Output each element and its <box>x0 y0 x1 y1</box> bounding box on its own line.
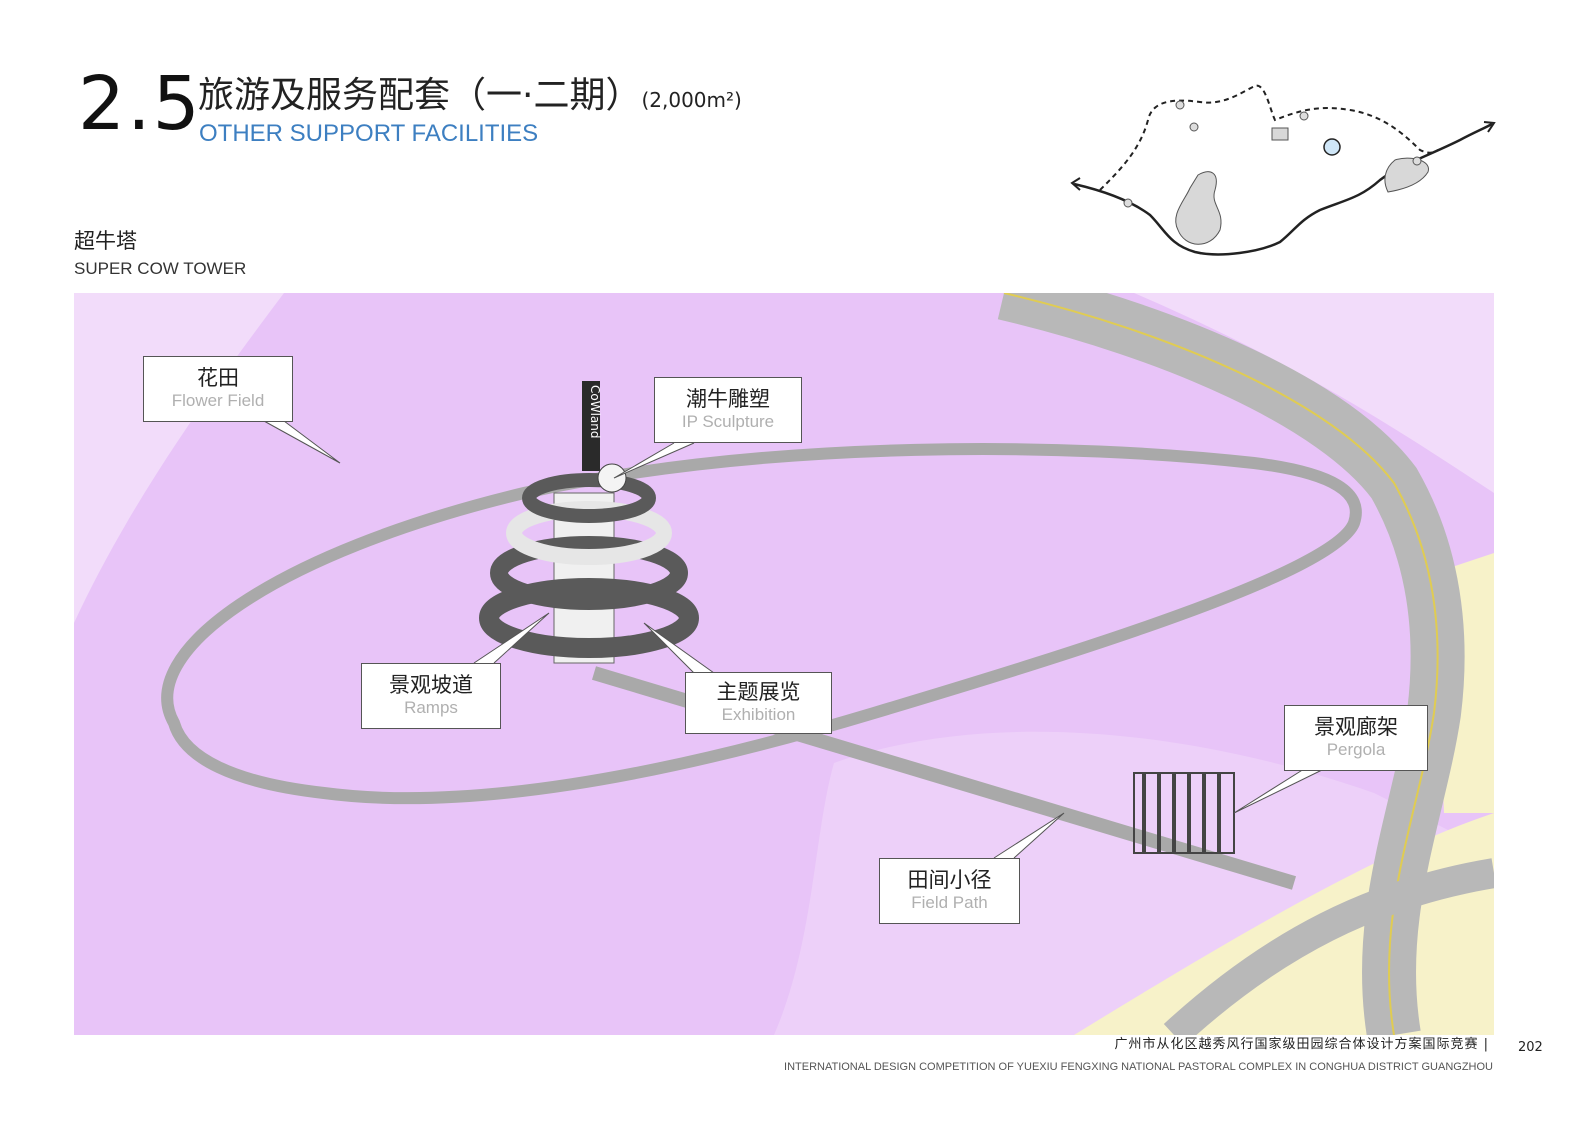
pointer-exhibition <box>643 622 715 674</box>
key-map-arrow-right <box>1483 121 1496 133</box>
field-band-light <box>1134 293 1494 493</box>
pointer-ramps <box>473 612 550 664</box>
callout-ramps-cn: 景观坡道 <box>389 673 473 697</box>
key-map-poi <box>1175 100 1185 110</box>
callout-ramps-en: Ramps <box>404 698 458 717</box>
callout-ip-sculpture-en: IP Sculpture <box>681 412 775 431</box>
callout-field-path-cn: 田间小径 <box>907 868 992 892</box>
pointer-ip-sculpture <box>613 442 695 479</box>
section-number: 2.5 <box>78 61 202 147</box>
field-band-light <box>74 293 284 623</box>
key-map-boundary-dashed <box>1099 84 1439 191</box>
page-number: 202 <box>1518 1040 1543 1055</box>
road-centerline <box>1003 293 1439 1035</box>
callout-pergola: 景观廊架 Pergola <box>1284 705 1428 771</box>
footer-title-cn: 广州市从化区越秀风行国家级田园综合体设计方案国际竞赛 | <box>1114 1037 1489 1052</box>
callout-exhibition-cn: 主题展览 <box>716 680 801 704</box>
ramp-ring <box>490 536 688 610</box>
key-map-plot <box>1384 157 1429 193</box>
callout-flower-field-en: Flower Field <box>171 391 265 410</box>
callout-flower-field-cn: 花田 <box>197 366 239 390</box>
ramp-ring <box>522 473 656 523</box>
callout-field-path: 田间小径 Field Path <box>879 858 1020 924</box>
title-cn-text: 旅游及服务配套（一·二期） <box>198 75 642 116</box>
area-label: (2,000m²) <box>641 88 742 112</box>
site-rendering: CoWland <box>74 293 1494 1035</box>
callout-ip-sculpture-cn: 潮牛雕塑 <box>686 387 770 411</box>
page-title: 旅游及服务配套（一·二期）(2,000m²) <box>198 74 742 122</box>
ring-path <box>161 443 1362 805</box>
key-map-poi <box>1299 111 1309 121</box>
ramp-ring <box>479 578 699 658</box>
cow-sculpture <box>597 463 627 493</box>
key-map-poi <box>1412 156 1422 166</box>
subheading-cn: 超牛塔 <box>74 229 137 253</box>
callout-pergola-cn: 景观廊架 <box>1314 715 1398 739</box>
page-title-en: OTHER SUPPORT FACILITIES <box>199 120 539 147</box>
key-map-plot <box>1175 171 1222 245</box>
key-map-plot <box>1271 127 1289 141</box>
super-cow-tower: CoWland <box>479 381 699 664</box>
callout-exhibition: 主题展览 Exhibition <box>685 672 832 734</box>
pointer-pergola <box>1233 768 1325 814</box>
callout-flower-field: 花田 Flower Field <box>143 356 293 422</box>
callout-field-path-en: Field Path <box>911 893 988 912</box>
pointer-flower-field <box>263 420 341 464</box>
key-map-poi <box>1123 198 1133 208</box>
footer-title-en: INTERNATIONAL DESIGN COMPETITION OF YUEX… <box>784 1061 1493 1073</box>
callout-pergola-en: Pergola <box>1326 740 1386 759</box>
ip-sculpture-sign <box>582 381 600 471</box>
pointer-field-path <box>993 812 1065 859</box>
sign-text: CoWland <box>588 385 602 439</box>
subheading-en: SUPER COW TOWER <box>74 259 247 278</box>
key-map-poi <box>1189 122 1199 132</box>
key-map <box>1070 84 1496 256</box>
road-lower <box>1163 858 1494 1035</box>
key-map-site-marker <box>1323 138 1341 156</box>
callout-ramps: 景观坡道 Ramps <box>361 663 501 729</box>
key-map-arrow-left <box>1070 177 1081 191</box>
callout-ip-sculpture: 潮牛雕塑 IP Sculpture <box>654 377 802 443</box>
callout-exhibition-en: Exhibition <box>721 705 796 724</box>
key-map-boundary-solid <box>1073 122 1493 256</box>
